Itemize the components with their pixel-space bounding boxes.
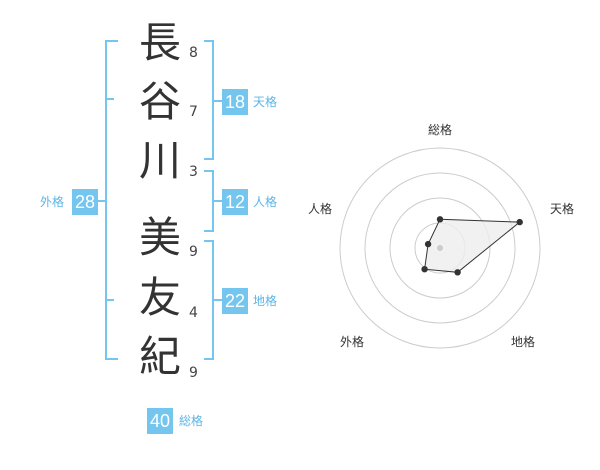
stroke-count-5: 4 [189, 305, 198, 321]
radar-axis-label-2: 天格 [550, 202, 575, 216]
radar-grid-ring-4 [339, 147, 541, 349]
tenkaku-label: 天格 [253, 95, 278, 109]
gaikaku-label: 外格 [40, 195, 65, 209]
tenkaku-value: 18 [222, 89, 248, 115]
radar-axis-label-5: 人格 [308, 202, 333, 216]
jinkaku-value: 12 [222, 189, 248, 215]
radar-point-2 [516, 218, 523, 226]
stroke-count-2: 7 [189, 104, 198, 120]
radar-center-dot [437, 245, 443, 251]
name-char-6: 紀 [138, 332, 181, 381]
soukaku-label: 総格 [179, 414, 204, 428]
radar-point-1 [436, 216, 444, 223]
stroke-count-1: 8 [189, 45, 198, 61]
name-char-4: 美 [138, 213, 181, 262]
soukaku-value: 40 [147, 408, 173, 434]
radar-axis-label-1: 総格 [428, 123, 453, 137]
radar-axis-label-4: 外格 [340, 335, 365, 349]
radar-point-4 [421, 266, 428, 273]
name-char-2: 谷 [138, 77, 181, 126]
radar-point-3 [454, 269, 461, 276]
radar-point-5 [424, 240, 432, 248]
chikaku-label: 地格 [253, 294, 278, 308]
name-char-5: 友 [138, 273, 181, 322]
gaikaku-value: 28 [72, 189, 98, 215]
radar-data-polygon [424, 218, 522, 273]
name-char-1: 長 [138, 18, 181, 67]
radar-grid-ring-2 [389, 197, 491, 299]
jinkaku-label: 人格 [253, 195, 278, 209]
radar-grid-ring-3 [364, 172, 516, 324]
stroke-count-3: 3 [189, 164, 198, 180]
radar-axis-label-3: 地格 [511, 335, 536, 349]
stroke-count-6: 9 [189, 365, 198, 381]
chikaku-value: 22 [222, 288, 248, 314]
name-char-3: 川 [138, 136, 181, 185]
stroke-count-4: 9 [189, 244, 198, 260]
